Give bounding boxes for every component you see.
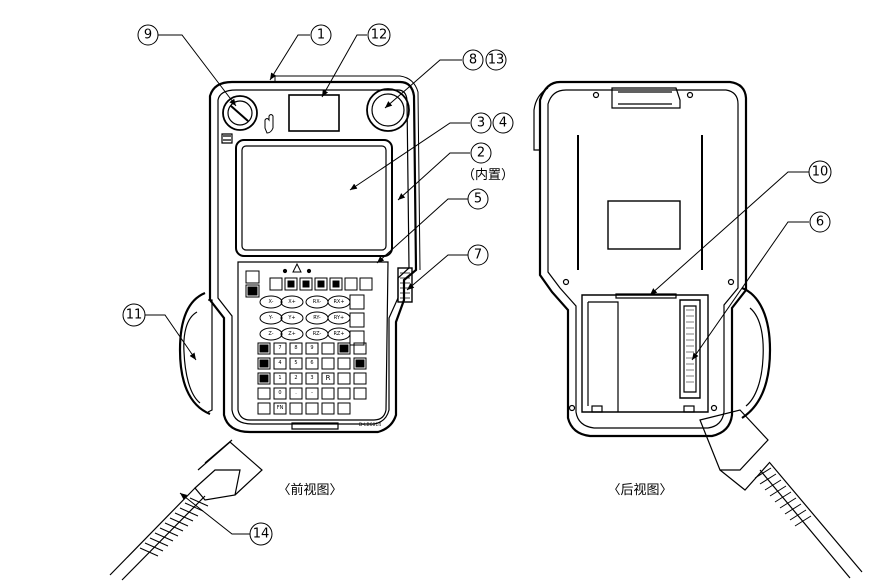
key-minus: - — [311, 390, 313, 396]
keypad-labels: X- X+ RX- RX+ Y- Y+ RY- RY+ Z- Z+ RZ- RZ… — [268, 299, 381, 428]
back-body-outline — [538, 80, 748, 438]
front-keypad — [245, 270, 373, 415]
key-rz-plus: RZ+ — [333, 331, 344, 337]
front-body-outline — [208, 80, 418, 434]
front-cable — [109, 439, 263, 581]
callout-10: 10 — [812, 165, 829, 180]
key-0: 0 — [278, 390, 281, 396]
key-y-plus: Y+ — [287, 315, 295, 321]
callout-7: 7 — [474, 248, 482, 263]
key-dot: . — [295, 390, 297, 396]
callout-2: 2 — [477, 146, 485, 161]
key-rx-minus: RX- — [313, 299, 322, 305]
key-z-minus: Z- — [268, 331, 273, 337]
callout-numbers: 9 1 12 8 13 3 4 2 5 7 11 14 10 6 — [126, 28, 829, 542]
back-cable — [699, 409, 863, 579]
callout-12: 12 — [371, 28, 388, 43]
key-ry-plus: RY+ — [334, 315, 344, 321]
back-view-caption: 〈后视图〉 — [607, 483, 672, 498]
callout-4: 4 — [499, 116, 507, 131]
callout-9: 9 — [144, 28, 152, 43]
back-compartment — [581, 294, 709, 413]
callout-8: 8 — [469, 53, 477, 68]
hand-icon — [264, 114, 274, 134]
front-body-inner — [217, 89, 410, 425]
key-rx-plus: RX+ — [333, 299, 344, 305]
back-top-bracket — [611, 87, 681, 109]
emergency-stop-button — [366, 88, 410, 132]
key-4: 4 — [278, 360, 281, 366]
indicator-window — [288, 94, 340, 132]
key-fn: FN — [277, 405, 284, 411]
key-x-minus: X- — [269, 299, 274, 305]
callout-11: 11 — [126, 308, 143, 323]
callout-3: 3 — [477, 116, 485, 131]
key-rz-minus: RZ- — [313, 331, 322, 337]
key-6: 6 — [310, 360, 313, 366]
key-r: R — [326, 374, 331, 382]
back-label-plate — [607, 200, 681, 250]
callout-leaders — [145, 34, 809, 535]
key-9: 9 — [310, 345, 313, 351]
back-view — [533, 80, 863, 579]
front-handle-grip — [178, 291, 213, 416]
key-switch — [221, 95, 258, 144]
callout-6: 6 — [816, 215, 824, 230]
key-x-plus: X+ — [288, 299, 296, 305]
model-label: D-LB6014 — [359, 422, 381, 428]
key-z-plus: Z+ — [288, 331, 296, 337]
lcd-screen — [235, 139, 393, 257]
warning-icon — [292, 262, 302, 273]
callout-circles — [122, 23, 832, 546]
key-7: 7 — [278, 345, 281, 351]
back-handle-grip — [741, 286, 772, 419]
key-2: 2 — [294, 375, 297, 381]
callout-5: 5 — [474, 192, 482, 207]
card-slot — [679, 299, 701, 399]
key-3: 3 — [310, 375, 313, 381]
callout-1: 1 — [317, 28, 325, 43]
front-view — [109, 75, 421, 581]
callout-14: 14 — [253, 527, 270, 542]
key-5: 5 — [294, 360, 297, 366]
key-ry-minus: RY- — [313, 315, 321, 321]
key-8: 8 — [294, 345, 297, 351]
builtin-note: （内置） — [462, 167, 514, 183]
key-1: 1 — [278, 375, 281, 381]
key-y-minus: Y- — [268, 315, 273, 321]
keypad-frame — [237, 261, 389, 421]
callout-13: 13 — [488, 53, 505, 68]
front-view-caption: 〈前视图〉 — [277, 482, 342, 498]
